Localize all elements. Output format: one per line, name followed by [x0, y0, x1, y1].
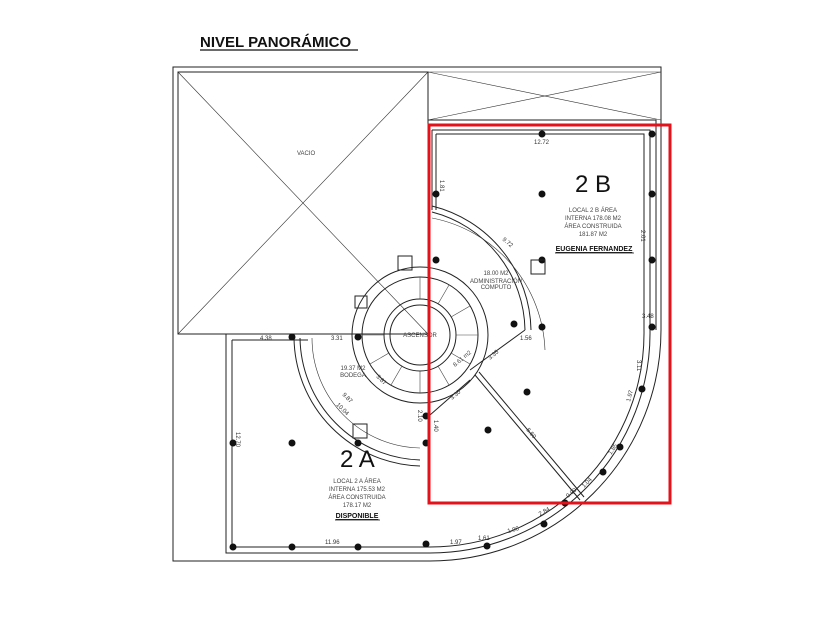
dimension: 1.96 [507, 526, 520, 535]
dimension: 10.04 [335, 402, 350, 417]
dimension: 3.87 [375, 374, 388, 387]
dimension: 3.31 [331, 336, 343, 342]
dimension: 1.81 [438, 180, 444, 192]
plan-title: NIVEL PANORÁMICO [200, 34, 351, 51]
unit-2a-status: DISPONIBLE [336, 513, 379, 520]
dimension: 2.84 [538, 506, 552, 517]
unit-2b: 2 B LOCAL 2 B ÁREA INTERNA 178.08 M2 ÁRE… [555, 171, 634, 254]
dimension: 1.97 [450, 540, 462, 546]
dimension: 3.48 [642, 314, 654, 320]
unit-2a-area-line: LOCAL 2 A ÁREA [333, 478, 380, 485]
dimension: 2.10 [416, 410, 422, 422]
bodega-label: BODEGA [340, 373, 366, 379]
stair-core: ASCENSOR [293, 205, 585, 501]
structural-columns [229, 130, 656, 551]
unit-2a-area-line: ÁREA CONSTRUIDA [328, 494, 385, 501]
unit-2b-area-line: 181.87 M2 [579, 232, 608, 238]
bodega-area: 19.37 M2 [340, 366, 366, 372]
unit-2b-area-line: INTERNA 178.08 M2 [565, 216, 622, 222]
dimension: 9.72 [501, 237, 514, 250]
unit-2a: 2 A LOCAL 2 A ÁREA INTERNA 175.53 M2 ÁRE… [328, 446, 386, 521]
dimension: 4.38 [260, 336, 272, 342]
dimension: 1.40 [432, 420, 438, 432]
dimension: 12.72 [534, 140, 550, 146]
unit-2a-name: 2 A [340, 446, 375, 473]
unit-2b-area-line: ÁREA CONSTRUIDA [564, 223, 621, 230]
void-label: VACIO [297, 151, 316, 157]
dimension: 3.30 [449, 389, 462, 402]
dimension: 12.70 [234, 432, 240, 448]
admin-label: ADMINISTRACIÓN [470, 278, 522, 285]
outer-walls [172, 66, 662, 562]
dimension: 9.87 [341, 392, 354, 405]
dimension: 1.04 [581, 476, 594, 489]
unit-2b-highlight [427, 123, 672, 505]
admin-label-2: COMPUTO [481, 285, 512, 291]
unit-2a-area-line: INTERNA 175.53 M2 [329, 487, 386, 493]
admin-area: 18.00 M2 [483, 271, 509, 277]
dimension-labels: 12.72 1.81 2.01 9.72 3.48 1.56 3.35 3.30… [234, 140, 654, 546]
small-room-area: 8.61 m2 [452, 350, 473, 369]
unit-2b-area-line: LOCAL 2 B ÁREA [569, 207, 617, 214]
unit-2b-name: 2 B [575, 171, 611, 198]
unit-2a-area-line: 178.17 M2 [343, 503, 372, 509]
dimension: 2.01 [639, 230, 645, 242]
dimension: 11.96 [325, 540, 340, 546]
dimension: 3.35 [487, 349, 500, 362]
dimension: 1.97 [626, 389, 635, 402]
dimension: 1.56 [520, 336, 532, 342]
dimension: 1.61 [478, 536, 490, 542]
elevator-label: ASCENSOR [403, 333, 437, 339]
dimension: 1.85 [608, 443, 620, 457]
unit-2b-status: EUGENIA FERNANDEZ [556, 246, 633, 253]
dimension: 3.11 [635, 360, 641, 372]
